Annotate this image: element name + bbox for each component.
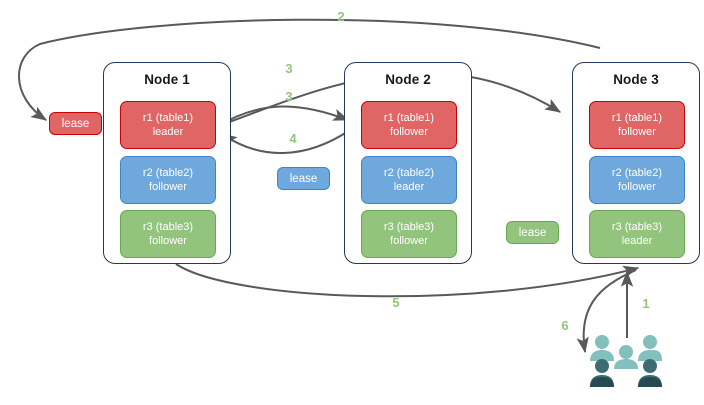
replica-role: leader [621, 235, 653, 247]
replica-name: r1 (table1) [611, 112, 663, 124]
replica-r2[interactable]: r2 (table2) leader [361, 156, 457, 204]
lease-badge-r2[interactable]: lease [277, 167, 330, 190]
replica-role: follower [149, 235, 187, 247]
replica-name: r2 (table2) [142, 167, 194, 179]
step-label-3-upper: 3 [285, 61, 293, 76]
lease-badge-r1[interactable]: lease [49, 112, 102, 135]
replica-r1[interactable]: r1 (table1) leader [120, 101, 216, 149]
edge-3-node1-to-node2 [217, 105, 350, 127]
step-label-5: 5 [392, 295, 400, 310]
replica-r1[interactable]: r1 (table1) follower [589, 101, 685, 149]
step-label-6: 6 [561, 318, 569, 333]
replica-role: leader [393, 181, 425, 193]
step-label-1: 1 [642, 296, 650, 311]
replica-r3[interactable]: r3 (table3) follower [361, 210, 457, 258]
lease-badge-r3[interactable]: lease [506, 221, 559, 244]
replica-name: r3 (table3) [383, 221, 435, 233]
node-card-3[interactable]: Node 3 r1 (table1) follower r2 (table2) … [572, 62, 700, 264]
replica-role: follower [149, 181, 187, 193]
replica-r3[interactable]: r3 (table3) follower [120, 210, 216, 258]
edge-5-node1-to-node3 [175, 263, 640, 298]
replica-name: r2 (table2) [383, 167, 435, 179]
step-label-2: 2 [337, 9, 345, 24]
replica-r2[interactable]: r2 (table2) follower [589, 156, 685, 204]
step-label-4: 4 [289, 131, 297, 146]
replica-role: follower [390, 235, 428, 247]
replica-name: r1 (table1) [383, 112, 435, 124]
replica-role: leader [152, 126, 184, 138]
replica-name: r1 (table1) [142, 112, 194, 124]
edge-6-node3-to-users [576, 269, 637, 354]
replica-role: follower [618, 126, 656, 138]
replica-name: r3 (table3) [611, 221, 663, 233]
replica-name: r2 (table2) [611, 167, 663, 179]
node-title: Node 1 [144, 72, 190, 87]
replica-r3[interactable]: r3 (table3) leader [589, 210, 685, 258]
edge-4-node2-to-node1 [221, 129, 351, 154]
node-title: Node 3 [613, 72, 659, 87]
node-card-2[interactable]: Node 2 r1 (table1) follower r2 (table2) … [344, 62, 472, 264]
replica-role: follower [390, 126, 428, 138]
step-label-3-lower: 3 [285, 89, 293, 104]
replica-role: follower [618, 181, 656, 193]
node-card-1[interactable]: Node 1 r1 (table1) leader r2 (table2) fo… [103, 62, 231, 264]
replica-name: r3 (table3) [142, 221, 194, 233]
node-title: Node 2 [385, 72, 431, 87]
users-group-icon [590, 335, 662, 387]
replica-r1[interactable]: r1 (table1) follower [361, 101, 457, 149]
edge-2-lease [18, 18, 601, 121]
replica-r2[interactable]: r2 (table2) follower [120, 156, 216, 204]
